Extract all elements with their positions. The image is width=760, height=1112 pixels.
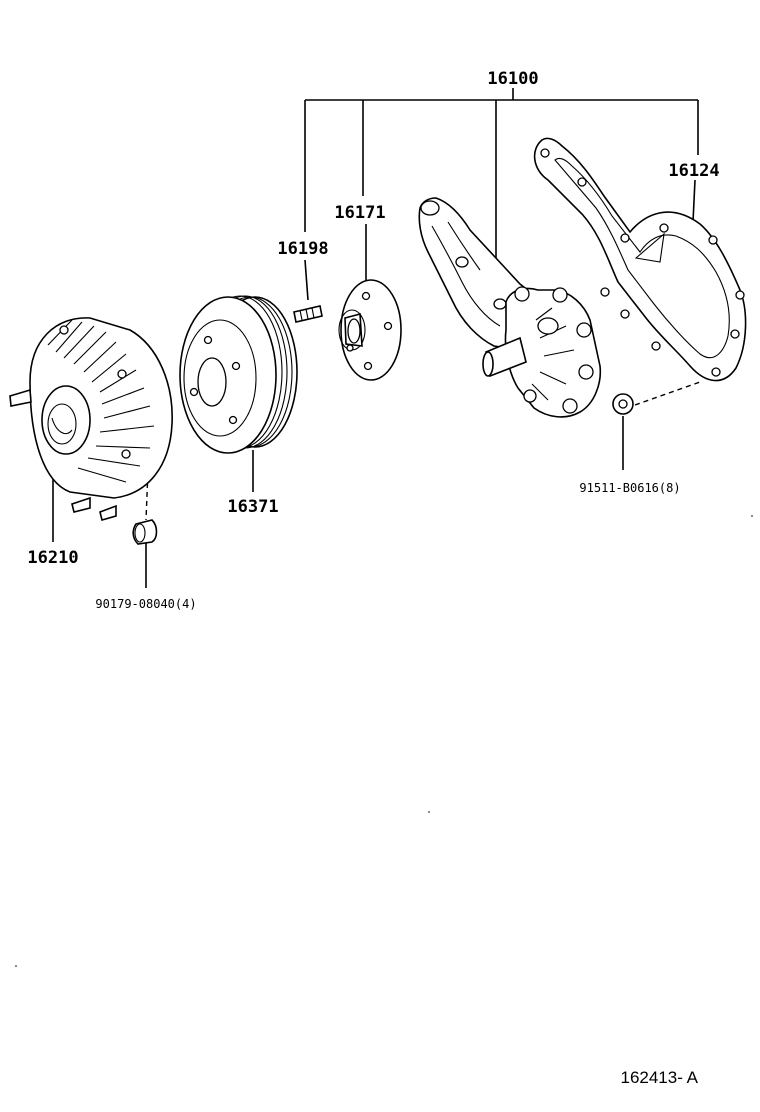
label-fan-coupling: 16210	[27, 548, 78, 568]
label-coupling-nut: 90179-08040(4)	[95, 597, 196, 611]
stud	[293, 305, 323, 323]
flange	[338, 279, 402, 381]
pump-nut	[612, 393, 634, 415]
leader-lines	[52, 88, 701, 588]
label-pump-nut: 91511-B0616(8)	[579, 481, 680, 495]
water-pump	[418, 197, 602, 418]
water-pump-gasket	[533, 137, 747, 382]
label-water-pump-assy: 16100	[487, 69, 538, 89]
label-flange: 16171	[334, 203, 385, 223]
label-stud: 16198	[277, 239, 328, 259]
label-water-pump-gasket: 16124	[668, 161, 719, 181]
coupling-nut	[132, 519, 158, 545]
pulley	[179, 295, 298, 454]
fan-coupling	[9, 317, 173, 521]
label-pulley: 16371	[227, 497, 278, 517]
reference-code: 162413- A	[620, 1068, 698, 1087]
